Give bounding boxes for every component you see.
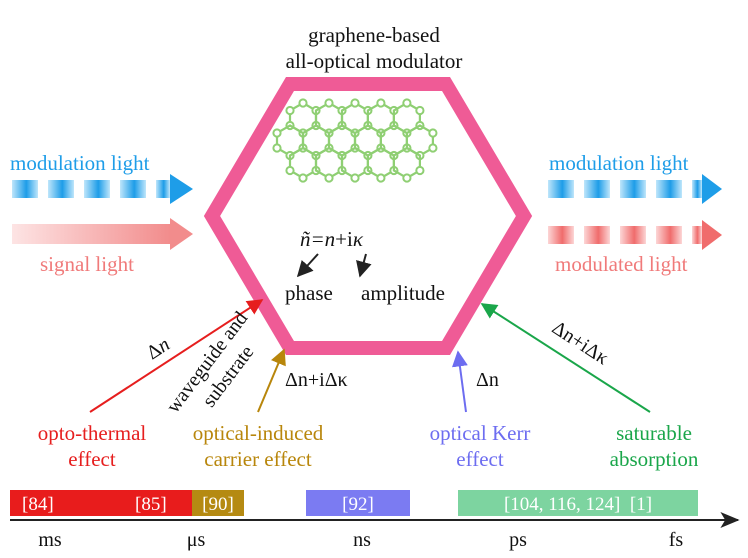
right-modulation-light-arrow-icon bbox=[548, 174, 722, 204]
formula-plus-i: +i bbox=[335, 227, 353, 251]
saturable-delta-label: Δn+iΔκ bbox=[548, 317, 613, 370]
phase-arrow bbox=[296, 253, 319, 278]
opto-thermal-label-line-2: effect bbox=[68, 447, 116, 471]
carbon-atom bbox=[415, 105, 425, 116]
title-line-1: graphene-based bbox=[308, 23, 440, 47]
formula-n: n bbox=[325, 227, 336, 251]
timeline-bar-ns bbox=[306, 490, 410, 516]
ref-84-label: [84] bbox=[22, 494, 54, 515]
amplitude-label: amplitude bbox=[361, 281, 445, 305]
ref-90-label: [90] bbox=[202, 494, 234, 515]
carbon-atom bbox=[298, 173, 308, 183]
optical-induced-label-line-1: optical-induced bbox=[193, 421, 324, 445]
left-modulation-light-arrow-icon bbox=[12, 174, 193, 204]
formula-kappa: κ bbox=[353, 227, 364, 251]
timeline-bar-ps-fs bbox=[458, 490, 698, 516]
carbon-atom bbox=[298, 98, 308, 108]
carbon-atom bbox=[285, 105, 295, 116]
right-modulation-light-label: modulation light bbox=[549, 151, 689, 175]
carbon-atom bbox=[350, 98, 360, 108]
optical-induced-arrow bbox=[257, 348, 286, 413]
left-modulation-light-label: modulation light bbox=[10, 151, 150, 175]
tick-ms: ms bbox=[38, 529, 62, 551]
carbon-atom bbox=[324, 98, 334, 108]
timeline-bar-ms bbox=[10, 490, 192, 516]
phase-label: phase bbox=[285, 281, 333, 305]
modulator-hexagon bbox=[203, 77, 533, 355]
optical-kerr-label-line-1: optical Kerr bbox=[430, 421, 531, 445]
opto-thermal-arrow bbox=[89, 299, 264, 413]
saturable-label-line-1: saturable bbox=[616, 421, 692, 445]
tick-ns: ns bbox=[353, 529, 371, 551]
amplitude-arrow bbox=[356, 253, 372, 278]
title-line-2: all-optical modulator bbox=[286, 49, 463, 73]
timeline-bar-us bbox=[192, 490, 244, 516]
optical-induced-label-line-2: carrier effect bbox=[204, 447, 312, 471]
tick-ps: ps bbox=[509, 529, 527, 551]
carbon-atom bbox=[428, 143, 438, 153]
modulated-light-label: modulated light bbox=[555, 252, 688, 276]
signal-light-label: signal light bbox=[40, 252, 134, 276]
carbon-atom bbox=[285, 165, 295, 176]
signal-light-arrow-icon bbox=[12, 218, 193, 250]
graphene-lattice-icon bbox=[272, 98, 438, 183]
opto-thermal-label-line-1: opto-thermal bbox=[38, 421, 147, 445]
formula-lhs: ñ= bbox=[300, 227, 325, 251]
carbon-atom bbox=[272, 128, 282, 138]
saturable-label-line-2: absorption bbox=[610, 447, 699, 471]
carbon-atom bbox=[428, 128, 438, 138]
modulated-light-arrow-icon bbox=[548, 220, 722, 250]
ref-104-116-124-1-label: [104, 116, 124] [1] bbox=[504, 494, 652, 515]
carbon-atom bbox=[415, 165, 425, 176]
carrier-delta-label: Δn+iΔκ bbox=[285, 369, 348, 391]
carbon-atom bbox=[376, 98, 386, 108]
carbon-atom bbox=[324, 173, 334, 183]
optical-kerr-arrow bbox=[451, 350, 468, 413]
carbon-atom bbox=[272, 143, 282, 153]
ref-92-label: [92] bbox=[342, 494, 374, 515]
ref-85-label: [85] bbox=[135, 494, 167, 515]
optical-kerr-label-line-2: effect bbox=[456, 447, 504, 471]
carbon-atom bbox=[402, 173, 412, 183]
tick-fs: fs bbox=[669, 529, 684, 551]
tick-us: μs bbox=[187, 529, 206, 551]
carbon-atom bbox=[376, 173, 386, 183]
refractive-index-formula: ñ=n+iκ bbox=[300, 227, 364, 251]
saturable-arrow bbox=[480, 303, 651, 413]
kerr-delta-label: Δn bbox=[476, 369, 499, 391]
carbon-atom bbox=[402, 98, 412, 108]
carbon-atom bbox=[350, 173, 360, 183]
